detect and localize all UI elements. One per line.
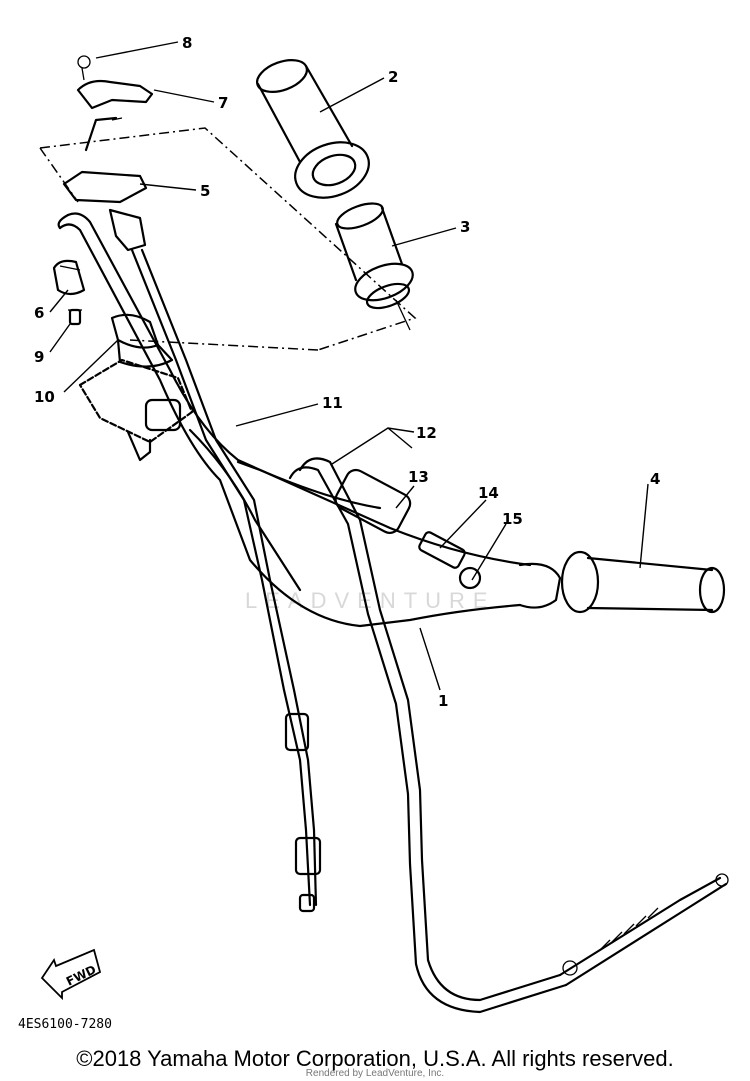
copyright-notice: ©2018 Yamaha Motor Corporation, U.S.A. A… — [76, 1046, 674, 1071]
callout-10: 10 — [34, 388, 55, 406]
throttle-housing — [78, 313, 194, 462]
callout-5: 5 — [200, 182, 210, 200]
callout-8: 8 — [182, 34, 192, 52]
callout-9: 9 — [34, 348, 44, 366]
callout-3: 3 — [460, 218, 470, 236]
rendered-by: Rendered by LeadVenture, Inc. — [305, 1068, 445, 1079]
callout-7: 7 — [218, 94, 228, 112]
throttle-tube-3 — [334, 202, 414, 331]
clutch-cable — [288, 457, 729, 1014]
assembly-boundary — [39, 127, 417, 351]
callout-14: 14 — [478, 484, 499, 502]
grip-2 — [256, 59, 370, 199]
part-code: 4ES6100-7280 — [18, 1017, 112, 1032]
leader-lines — [49, 41, 649, 691]
handlebar — [57, 212, 562, 628]
callout-1: 1 — [438, 692, 448, 710]
callout-15: 15 — [502, 510, 523, 528]
callout-4: 4 — [650, 470, 660, 488]
small-parts — [52, 259, 86, 326]
callout-12: 12 — [416, 424, 437, 442]
callout-11: 11 — [322, 394, 343, 412]
throttle-cable-top — [62, 55, 154, 252]
callout-13: 13 — [408, 468, 429, 486]
throttle-cable-long — [130, 248, 322, 913]
callout-6: 6 — [34, 304, 44, 322]
grip-4 — [560, 550, 726, 614]
callout-2: 2 — [388, 68, 398, 86]
fwd-arrow: FWD — [40, 948, 102, 1001]
